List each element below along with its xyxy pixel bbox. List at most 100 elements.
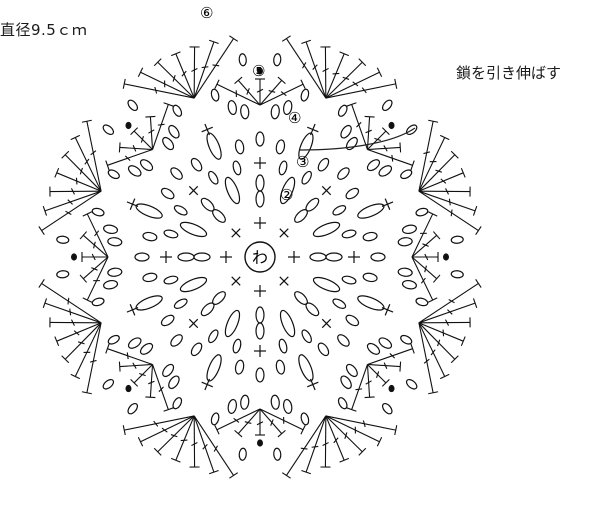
treble-stem: [150, 364, 152, 397]
round2-chain: [331, 297, 347, 310]
round5-chain: [415, 297, 428, 307]
treble-cap: [476, 226, 482, 234]
round3-chain: [316, 157, 331, 173]
round3-chain: [160, 186, 176, 201]
round2-chain: [278, 160, 288, 175]
round5-treble: [215, 80, 260, 105]
round4-chain: [103, 279, 118, 289]
treble-bar: [422, 244, 428, 247]
sc-cross: [202, 127, 213, 132]
round3-leaf: [204, 131, 224, 161]
treble-bar: [247, 88, 250, 94]
round1-chain: [256, 323, 264, 339]
round3-chain: [336, 166, 352, 182]
treble-stem: [158, 62, 194, 98]
round3-leaf: [204, 353, 224, 383]
round2-chain: [300, 328, 313, 344]
round4-chain: [240, 104, 249, 119]
treble-cap: [83, 298, 92, 302]
sc-cross: [307, 382, 318, 387]
round3-leaf: [134, 293, 164, 313]
center-ring: わ: [245, 242, 275, 272]
treble-cap: [428, 298, 437, 302]
round4-chain: [398, 237, 413, 246]
round4-chain: [161, 136, 176, 152]
round3-leaf: [356, 293, 386, 313]
round1-chain: [178, 253, 194, 261]
treble-stem: [45, 191, 101, 211]
round6-treble: [419, 191, 481, 235]
treble-stem: [238, 409, 260, 434]
round2-sc: [322, 186, 330, 194]
round6-treble: [419, 323, 465, 346]
treble-stem: [326, 416, 380, 442]
treble-cap: [138, 437, 142, 446]
round1-sc: [288, 251, 300, 263]
round4-chain: [139, 341, 155, 356]
treble-stem: [419, 323, 445, 377]
treble-stem: [124, 84, 194, 98]
treble-cap: [301, 425, 305, 434]
treble-stem: [326, 416, 344, 460]
sc-cross: [307, 127, 318, 132]
round5-treble: [80, 257, 108, 282]
round6-chain: [451, 236, 464, 244]
round5-treble: [235, 409, 260, 437]
round1-chain: [194, 253, 210, 261]
treble-stem: [367, 364, 369, 397]
round3-chain: [189, 341, 204, 357]
round4-chain: [227, 100, 237, 115]
center-ring-label: わ: [252, 248, 268, 267]
treble-stem: [57, 173, 101, 191]
treble-bar: [271, 419, 274, 425]
treble-stem: [153, 364, 169, 409]
round5-treble: [260, 77, 285, 105]
treble-bar: [74, 331, 79, 335]
round3-chain: [256, 368, 264, 382]
round5-treble: [260, 80, 305, 105]
treble-bar: [127, 352, 128, 359]
treble-stem: [141, 416, 195, 442]
round6-chain: [273, 448, 281, 461]
treble-stem: [367, 147, 400, 149]
treble-bar: [182, 71, 186, 76]
slip-stitch-dot: [125, 122, 131, 129]
treble-stem: [83, 235, 108, 257]
treble-stem: [134, 131, 152, 149]
round4-chain: [282, 399, 292, 414]
slip-stitch-dot: [71, 253, 77, 260]
treble-stem: [194, 42, 214, 98]
round6-treble: [326, 416, 366, 455]
treble-stem: [75, 138, 101, 192]
round2-chain: [207, 328, 220, 344]
round4-chain: [339, 374, 354, 390]
round2-chain: [300, 170, 313, 186]
treble-bar: [68, 200, 73, 205]
round6-treble: [194, 416, 238, 478]
round6-treble: [326, 52, 349, 98]
round1-sc: [232, 277, 240, 285]
round6-chain: [101, 123, 115, 136]
treble-cap: [377, 68, 381, 77]
treble-cap: [71, 374, 80, 378]
round4-chain: [167, 374, 182, 390]
round4-chain: [344, 136, 359, 152]
treble-cap: [440, 374, 449, 378]
treble-stem: [419, 303, 475, 323]
round1-chain: [310, 253, 326, 261]
treble-cap: [440, 135, 449, 139]
treble-cap: [428, 212, 437, 216]
round4-chain: [377, 164, 393, 179]
round6-treble: [154, 416, 194, 455]
round-marker-2: ②: [280, 186, 293, 204]
treble-stem: [65, 323, 101, 359]
round6-treble: [71, 135, 101, 191]
treble-bar: [125, 156, 130, 161]
treble-bar: [356, 122, 361, 127]
round2-sc: [322, 319, 330, 327]
treble-bar: [202, 67, 209, 68]
treble-stem: [158, 416, 194, 452]
round6-treble: [419, 151, 458, 191]
round4-chain: [127, 336, 143, 351]
treble-cap: [145, 116, 155, 117]
